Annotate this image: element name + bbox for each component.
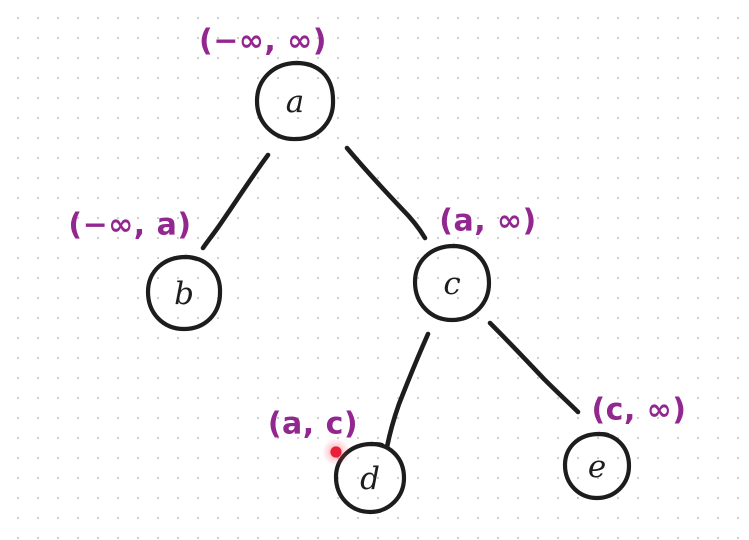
node-b-label: b: [174, 276, 194, 312]
interval-label-e: (c, ∞): [591, 393, 686, 428]
node-a[interactable]: a: [254, 60, 336, 142]
node-group: a b c d e: [145, 60, 632, 515]
interval-label-b: (−∞, a): [68, 208, 191, 243]
node-a-circle: [254, 60, 336, 142]
edge-a-b: [200, 152, 271, 251]
node-b[interactable]: b: [145, 254, 223, 332]
interval-label-d: (a, c): [268, 407, 358, 442]
node-d-label: d: [360, 461, 380, 497]
interval-label-root: (−∞, ∞): [199, 24, 327, 59]
edge-group: [200, 145, 581, 450]
interval-label-c: (a, ∞): [439, 204, 537, 239]
node-d[interactable]: d: [333, 441, 407, 515]
edge-c-e: [487, 320, 581, 415]
node-c[interactable]: c: [412, 243, 492, 323]
edge-a-c: [344, 145, 428, 241]
node-e[interactable]: e: [562, 431, 632, 501]
node-c-circle: [412, 243, 492, 323]
node-c-label: c: [443, 266, 460, 302]
node-d-circle: [333, 441, 407, 515]
node-e-circle: [562, 431, 632, 501]
node-a-label: a: [286, 84, 304, 120]
interval-label-group: (−∞, ∞) (−∞, a) (a, ∞) (a, c) (c, ∞): [68, 24, 686, 442]
cursor-dot: [330, 446, 342, 458]
edge-c-d: [384, 331, 431, 450]
node-b-circle: [145, 254, 223, 332]
node-e-label: e: [588, 449, 606, 485]
